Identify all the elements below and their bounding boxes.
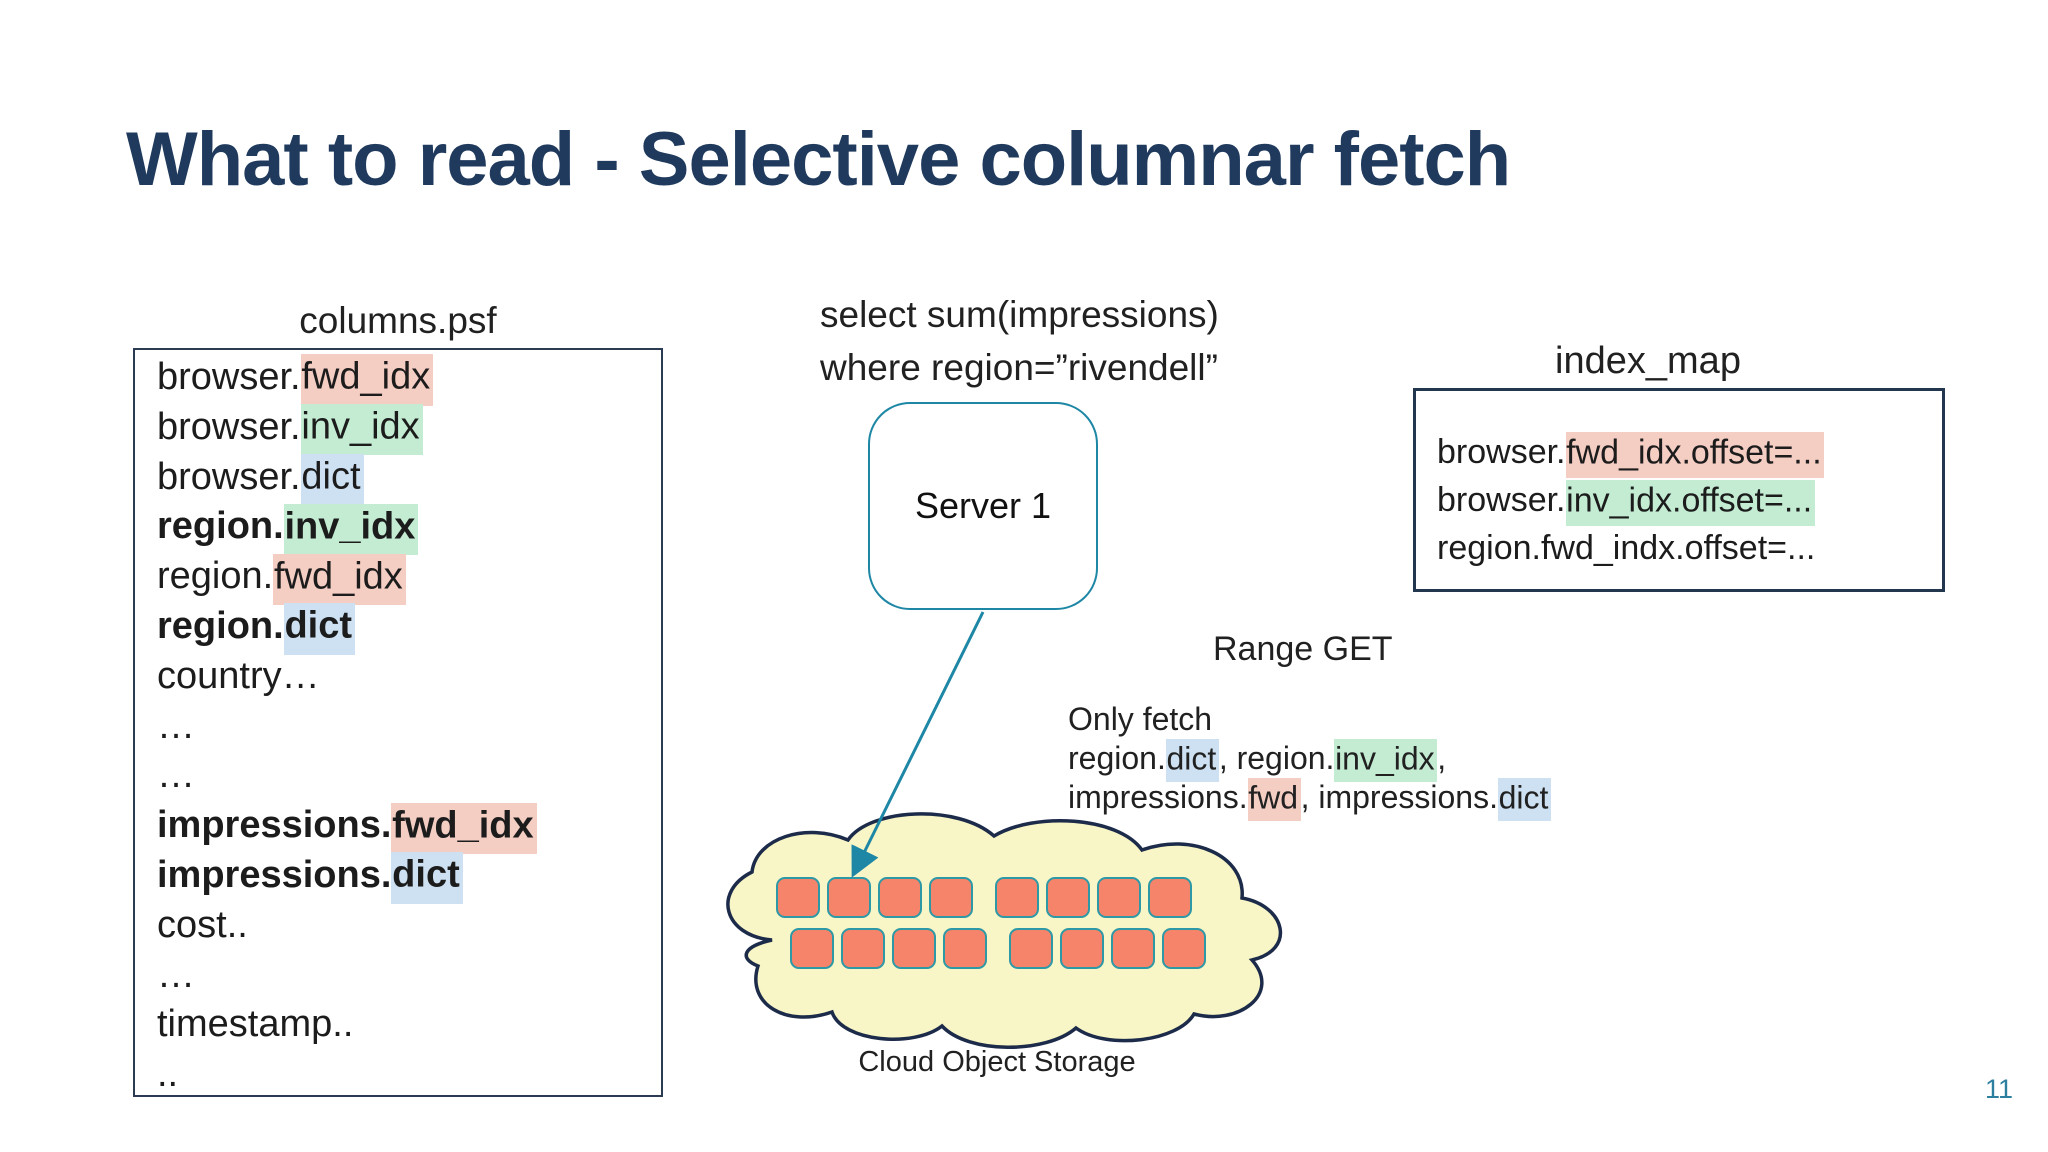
text-segment: fwd_idx: [300, 354, 434, 406]
only-fetch-line: impressions.fwd, impressions.dict: [1068, 777, 1551, 822]
text-segment: dict: [1497, 777, 1551, 822]
server-label: Server 1: [914, 485, 1052, 526]
index-map-entry: region.fwd_indx.offset=...: [1437, 524, 1942, 572]
text-segment: inv_idx: [300, 404, 423, 456]
text-segment: …: [157, 754, 195, 797]
column-entry: cost..: [157, 901, 661, 951]
text-segment: dict: [1165, 738, 1219, 783]
storage-block: [1060, 928, 1104, 969]
column-entry: impressions.fwd_idx: [157, 801, 661, 854]
text-segment: dict: [391, 852, 463, 904]
only-fetch-line: region.dict, region.inv_idx,: [1068, 738, 1551, 783]
index-map-entry: browser.inv_idx.offset=...: [1437, 476, 1942, 526]
storage-block: [1097, 877, 1141, 918]
storage-block: [1009, 928, 1053, 969]
storage-block: [878, 877, 922, 918]
column-entry: region.dict: [157, 602, 661, 655]
cloud-storage-label: Cloud Object Storage: [858, 1046, 1136, 1078]
storage-block: [790, 928, 834, 969]
column-entry: …: [157, 951, 661, 1001]
query-line-2: where region=”rivendell”: [820, 347, 1218, 388]
column-entry: browser.fwd_idx: [157, 353, 661, 406]
storage-blocks: [686, 808, 1314, 1060]
text-segment: country…: [157, 654, 320, 697]
server-node: Server 1: [868, 402, 1098, 610]
text-segment: …: [157, 953, 195, 996]
storage-block: [892, 928, 936, 969]
text-segment: browser.: [157, 405, 301, 448]
text-segment: browser.: [1437, 433, 1566, 471]
column-entry: timestamp..: [157, 1000, 661, 1050]
storage-block: [1046, 877, 1090, 918]
text-segment: region.: [157, 505, 284, 548]
text-segment: , impressions.: [1300, 779, 1498, 815]
storage-block: [1148, 877, 1192, 918]
text-segment: fwd_idx: [273, 553, 406, 605]
text-segment: impressions.: [157, 853, 392, 896]
column-entry: impressions.dict: [157, 851, 661, 904]
index-map-entry: browser.fwd_idx.offset=...: [1437, 428, 1942, 478]
text-segment: ,: [1437, 740, 1447, 776]
column-entry: …: [157, 702, 661, 752]
index-map-label: index_map: [1555, 340, 1741, 382]
text-segment: fwd_idx: [391, 802, 537, 854]
column-entry: region.inv_idx: [157, 502, 661, 555]
query-text: select sum(impressions) where region=”ri…: [820, 288, 1219, 394]
column-entry: browser.inv_idx: [157, 403, 661, 456]
text-segment: inv_idx: [1334, 738, 1438, 783]
columns-file-label: columns.psf: [299, 300, 497, 341]
storage-block: [776, 877, 820, 918]
storage-block: [929, 877, 973, 918]
slide-title: What to read - Selective columnar fetch: [126, 117, 1511, 202]
text-segment: region.: [157, 604, 284, 647]
text-segment: region.: [1068, 740, 1166, 776]
storage-block: [827, 877, 871, 918]
text-segment: Only fetch: [1068, 701, 1213, 737]
text-segment: inv_idx: [283, 503, 419, 555]
text-segment: region.: [157, 555, 274, 598]
column-entry: country…: [157, 652, 661, 702]
text-segment: ..: [157, 1053, 179, 1096]
range-get-label: Range GET: [1213, 630, 1393, 668]
storage-block: [995, 877, 1039, 918]
storage-cloud: [686, 808, 1314, 1060]
text-segment: region.fwd_indx.offset=...: [1437, 529, 1816, 567]
text-segment: timestamp..: [157, 1003, 354, 1046]
text-segment: impressions.: [157, 804, 392, 847]
text-segment: dict: [300, 454, 364, 506]
text-segment: fwd: [1247, 777, 1301, 822]
text-segment: inv_idx.offset=...: [1565, 479, 1815, 526]
column-entry: browser.dict: [157, 453, 661, 506]
text-segment: , region.: [1218, 740, 1335, 776]
storage-block: [841, 928, 885, 969]
storage-block: [1162, 928, 1206, 969]
column-entry: region.fwd_idx: [157, 552, 661, 605]
column-entry: …: [157, 751, 661, 801]
text-segment: fwd_idx.offset=...: [1565, 431, 1825, 478]
only-fetch-line: Only fetch: [1068, 700, 1551, 739]
query-line-1: select sum(impressions): [820, 294, 1219, 335]
text-segment: browser.: [1437, 481, 1566, 519]
text-segment: cost..: [157, 903, 248, 946]
index-map-box: browser.fwd_idx.offset=...browser.inv_id…: [1413, 388, 1945, 592]
text-segment: impressions.: [1068, 779, 1248, 815]
text-segment: browser.: [157, 356, 301, 398]
storage-block: [943, 928, 987, 969]
text-segment: …: [157, 704, 195, 747]
text-segment: browser.: [157, 455, 301, 498]
storage-block: [1111, 928, 1155, 969]
page-number: 11: [1985, 1074, 2014, 1104]
text-segment: dict: [283, 603, 356, 655]
column-entry: ..: [157, 1050, 661, 1100]
